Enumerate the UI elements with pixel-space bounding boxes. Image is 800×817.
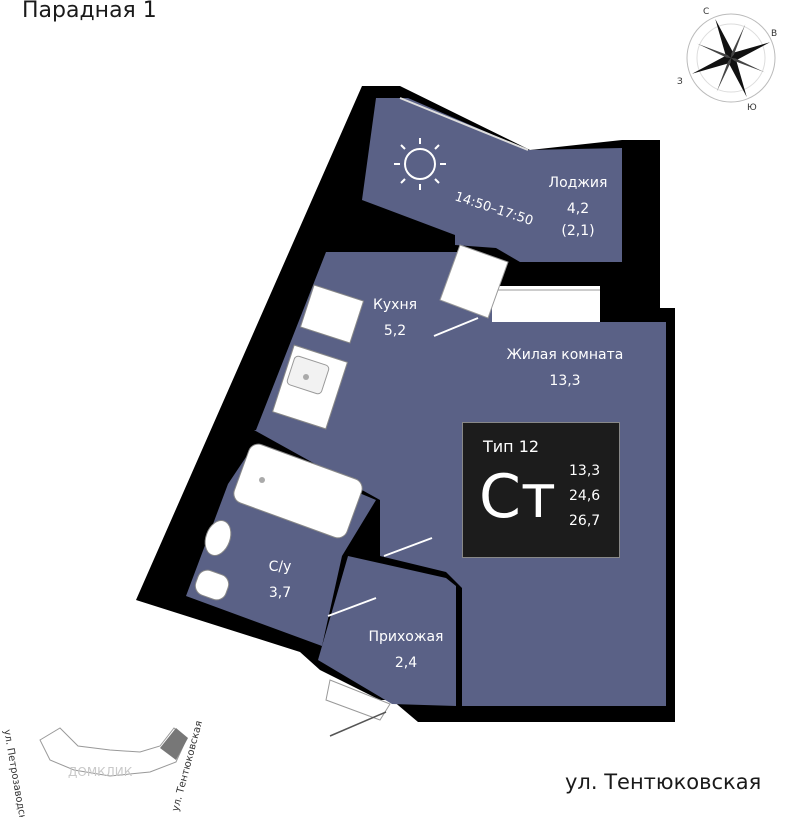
hallway-door-swing [383, 537, 433, 557]
bathroom-label: С/у 3,7 [252, 556, 308, 604]
kitchen-label: Кухня 5,2 [350, 294, 440, 342]
living-label: Жилая комната 13,3 [490, 344, 640, 392]
type-label: Тип 12 [483, 437, 540, 456]
toilet [194, 569, 230, 601]
hallway-name: Прихожая [368, 629, 444, 645]
minimap-street-left: ул. Петрозаводская [1, 729, 30, 817]
hallway-area: 2,4 [394, 655, 418, 671]
kitchen-name: Кухня [372, 297, 418, 313]
entrance-door-swing [329, 711, 387, 737]
sun-icon [394, 138, 446, 190]
compass-w: З [677, 77, 683, 87]
living-area: 13,3 [549, 373, 581, 389]
compass-n: С [703, 7, 709, 17]
street-label: ул. Тентюковская [565, 770, 762, 794]
kitchen-area: 5,2 [383, 323, 407, 339]
total-area-value: 24,6 [569, 488, 601, 504]
hallway-label: Прихожая 2,4 [358, 626, 454, 674]
entrance-label: Парадная 1 [22, 0, 157, 23]
type-code: Ст [479, 462, 556, 532]
living-room [254, 252, 666, 706]
minimap-watermark: ДОМКЛИК [68, 765, 133, 779]
building-minimap: ул. Петрозаводская ул. Тентюковская ДОМК… [1, 720, 205, 817]
compass-icon: С В Ю З [677, 7, 777, 113]
loggia-name: Лоджия [548, 175, 608, 191]
entrance-door [325, 679, 391, 721]
loggia-room [362, 98, 622, 262]
bathtub [233, 443, 363, 539]
type-card: Тип 12 Ст 13,3 24,6 26,7 [462, 422, 620, 558]
loggia-area: 4,2 [566, 201, 590, 217]
loggia-door [439, 244, 509, 319]
washbasin [204, 520, 232, 556]
living-name: Жилая комната [506, 347, 624, 363]
bathroom-area: 3,7 [268, 585, 292, 601]
loggia-label: Лоджия 4,2 (2,1) [530, 172, 626, 242]
bathroom-name: С/у [268, 559, 292, 575]
living-window [492, 286, 600, 322]
stove [299, 284, 365, 344]
hallway-room [318, 556, 456, 706]
kitchen-door-swing [433, 317, 479, 337]
compass-e: В [771, 29, 777, 39]
compass-s: Ю [747, 103, 757, 113]
total-with-loggia-value: 26,7 [569, 513, 601, 529]
loggia-window [399, 97, 529, 151]
bathroom-door-swing [327, 597, 377, 617]
loggia-area-reduced: (2,1) [561, 223, 595, 239]
living-area-value: 13,3 [569, 463, 601, 479]
